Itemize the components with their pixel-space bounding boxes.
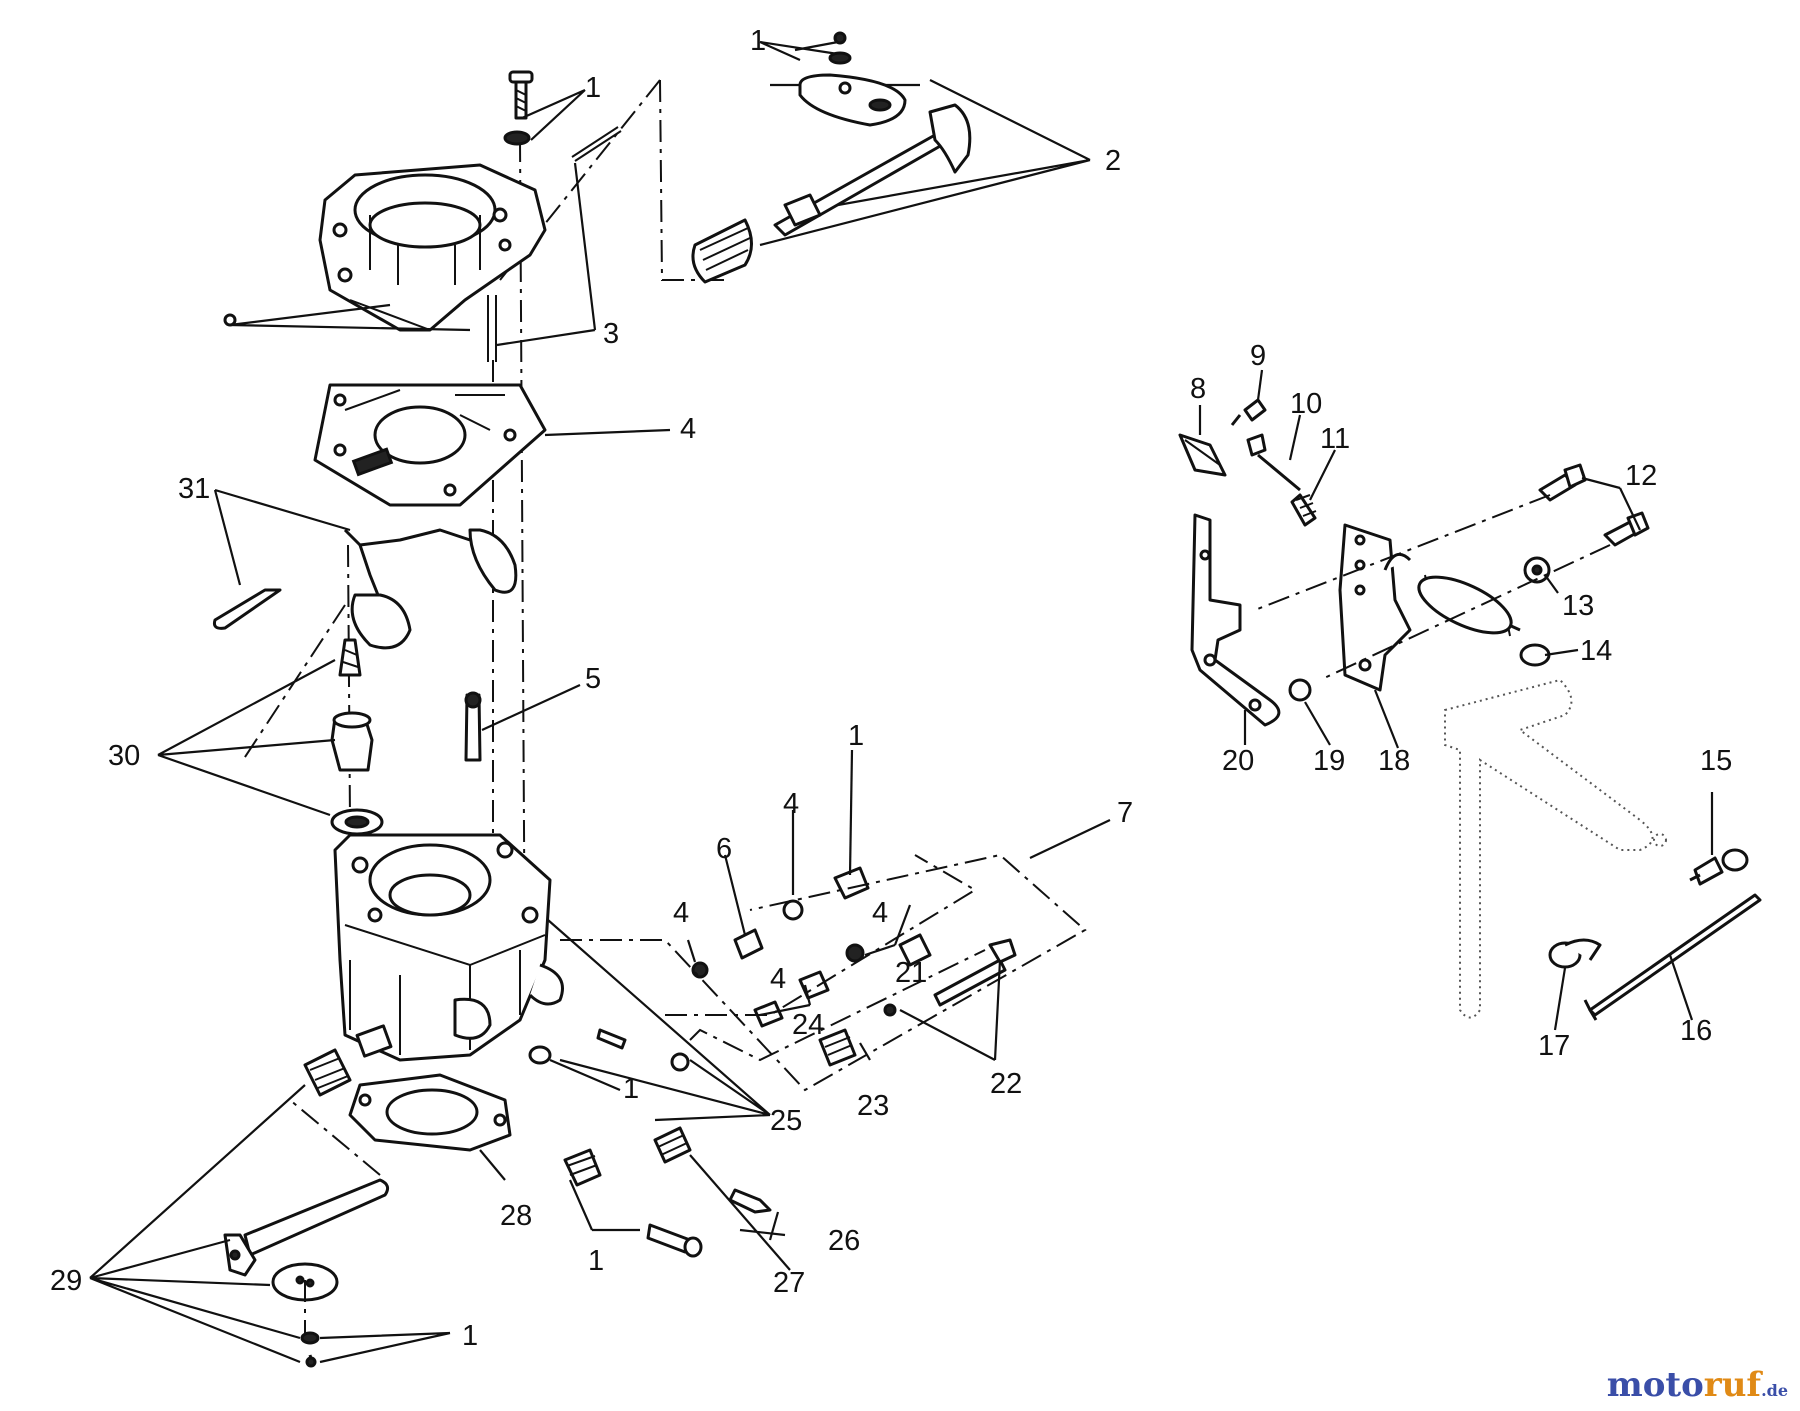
lever-20 xyxy=(1190,513,1281,727)
float-31 xyxy=(213,528,518,650)
watermark-orange-part: ruf xyxy=(1703,1365,1762,1405)
callout-1: 1 xyxy=(623,1073,639,1105)
jet-kit-boxes xyxy=(560,853,1087,1092)
pin-5 xyxy=(464,691,482,762)
pin-3 xyxy=(571,126,622,162)
callout-30: 30 xyxy=(108,740,140,772)
washer-19 xyxy=(1288,678,1312,702)
callout-23: 23 xyxy=(857,1090,889,1122)
callout-4: 4 xyxy=(680,413,696,445)
callout-25: 25 xyxy=(770,1105,802,1137)
idle-screw-1 xyxy=(563,1148,703,1258)
watermark-logo: motoruf.de xyxy=(1606,1365,1788,1405)
callout-20: 20 xyxy=(1222,745,1254,777)
callout-12: 12 xyxy=(1625,460,1657,492)
callout-1: 1 xyxy=(462,1320,478,1352)
callout-16: 16 xyxy=(1680,1015,1712,1047)
choke-plate-2 xyxy=(798,31,907,127)
needle-valve-30 xyxy=(330,638,384,836)
screw-10 xyxy=(1246,433,1301,492)
callout-21: 21 xyxy=(895,957,927,989)
choke-shaft-29 xyxy=(223,1178,390,1368)
leader-lines-right xyxy=(1198,369,1714,1031)
callout-14: 14 xyxy=(1580,635,1612,667)
carburetor-top-body xyxy=(318,163,547,332)
throttle-arm-outline xyxy=(1444,678,1667,1019)
callout-9: 9 xyxy=(1250,340,1266,372)
clip-17 xyxy=(1548,938,1602,969)
callout-7: 7 xyxy=(1117,797,1133,829)
callout-4: 4 xyxy=(872,897,888,929)
fitting-25 xyxy=(528,1028,690,1072)
callout-22: 22 xyxy=(990,1068,1022,1100)
callout-15: 15 xyxy=(1700,745,1732,777)
top-screw xyxy=(503,70,534,146)
spring-14 xyxy=(1417,574,1551,667)
callout-1: 1 xyxy=(848,720,864,752)
leader-lines-left xyxy=(89,40,1111,1364)
callout-2: 2 xyxy=(1105,145,1121,177)
callout-11: 11 xyxy=(1320,423,1350,455)
callout-27: 27 xyxy=(773,1267,805,1299)
bracket-8 xyxy=(1178,433,1227,477)
callout-18: 18 xyxy=(1378,745,1410,777)
callout-labels: 1 1 2 3 4 31 5 30 1 4 6 7 4 4 21 4 24 1 … xyxy=(50,25,1732,1352)
callout-31: 31 xyxy=(178,473,210,505)
callout-29: 29 xyxy=(50,1265,82,1297)
alignment-lines-right xyxy=(1254,494,1611,681)
callout-17: 17 xyxy=(1538,1030,1570,1062)
spring-27 xyxy=(653,1126,692,1164)
callout-8: 8 xyxy=(1190,373,1206,405)
callout-26: 26 xyxy=(828,1225,860,1257)
callout-1: 1 xyxy=(588,1245,604,1277)
spring-11 xyxy=(1290,493,1317,527)
callout-10: 10 xyxy=(1290,388,1322,420)
callout-13: 13 xyxy=(1562,590,1594,622)
fitting-15 xyxy=(1689,848,1749,886)
callout-1: 1 xyxy=(750,25,766,57)
callout-4: 4 xyxy=(673,897,689,929)
callout-24: 24 xyxy=(792,1009,824,1041)
callout-4: 4 xyxy=(783,788,799,820)
link-16 xyxy=(1583,893,1762,1021)
needle-26 xyxy=(728,1188,772,1214)
callout-6: 6 xyxy=(716,833,732,865)
callout-5: 5 xyxy=(585,663,601,695)
gasket-4 xyxy=(313,383,547,507)
bracket-18 xyxy=(1338,523,1412,692)
callout-19: 19 xyxy=(1313,745,1345,777)
callout-1: 1 xyxy=(585,72,601,104)
jets-group xyxy=(691,866,1017,1067)
pin-3-lower xyxy=(487,295,497,362)
carburetor-main-body xyxy=(333,833,564,1062)
callout-28: 28 xyxy=(500,1200,532,1232)
callout-3: 3 xyxy=(603,318,619,350)
bowl-screw xyxy=(303,1024,393,1097)
callout-4: 4 xyxy=(770,963,786,995)
choke-shaft xyxy=(691,103,972,284)
screw-9 xyxy=(1230,398,1267,426)
gasket-28 xyxy=(348,1073,512,1152)
